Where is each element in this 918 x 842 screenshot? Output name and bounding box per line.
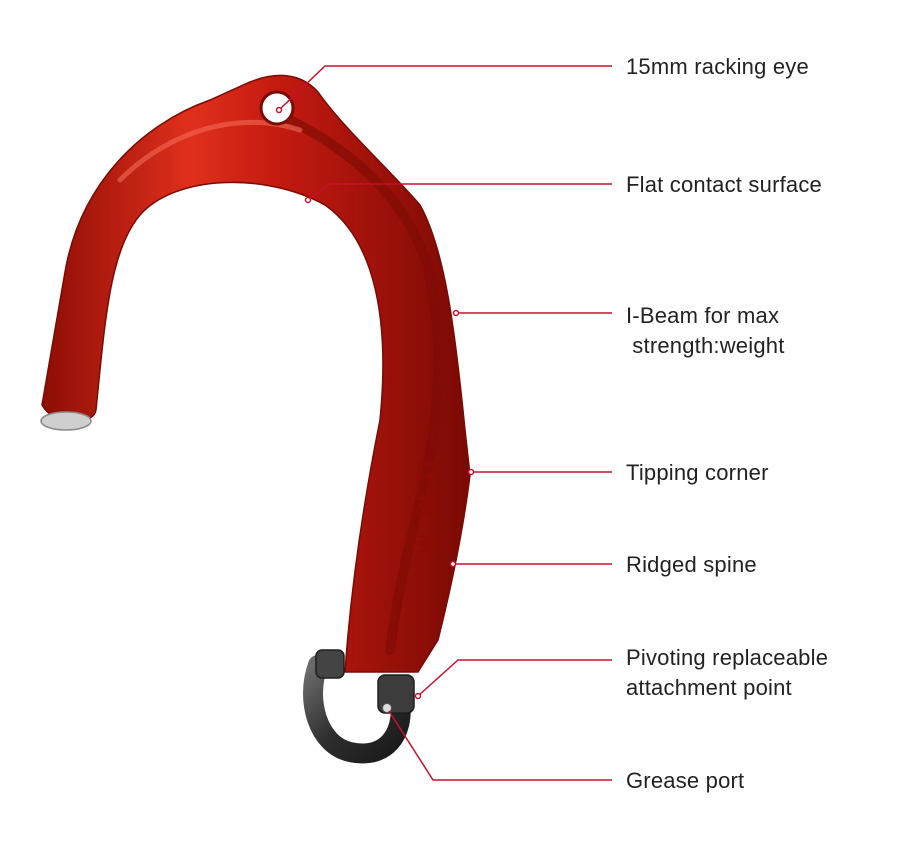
label-grease-port: Grease port: [626, 768, 745, 793]
leader-endpoints: [275, 106, 475, 700]
hook-body: DMM: [40, 74, 471, 673]
label-ridged-spine: Ridged spine: [626, 552, 757, 577]
dmm-engraving: DMM: [412, 460, 442, 570]
shackle-block-left: [315, 649, 345, 679]
label-attachment-point-line-1: Pivoting replaceable: [626, 645, 829, 670]
label-racking-eye: 15mm racking eye: [626, 54, 809, 79]
label-attachment-point-line-2: attachment point: [626, 675, 792, 700]
i-beam-groove: [285, 115, 444, 655]
endpoint-racking-eye: [275, 106, 283, 114]
endpoint-tipping-corner: [467, 468, 475, 476]
label-i-beam-line-1: I-Beam for max: [626, 303, 780, 328]
label-tipping-corner: Tipping corner: [626, 460, 769, 485]
label-flat-contact-surface: Flat contact surface: [626, 172, 822, 197]
leader-racking-eye: [278, 65, 612, 111]
endpoint-flat-contact: [304, 196, 312, 204]
endpoint-i-beam: [452, 309, 460, 317]
hook-outer-shape: [41, 74, 471, 673]
leader-lines: [278, 65, 612, 781]
label-i-beam-line-2: strength:weight: [626, 333, 785, 358]
hook-tip: [40, 411, 92, 431]
grease-port-dot: [382, 703, 392, 713]
shackle-loop: [303, 655, 411, 764]
attachment-shackle: [303, 649, 415, 764]
endpoint-attachment-point: [414, 692, 422, 700]
endpoint-ridged-spine: [449, 560, 457, 568]
leader-grease-port: [388, 710, 612, 781]
leader-attachment-point: [417, 659, 612, 697]
leader-flat-contact: [307, 183, 612, 201]
